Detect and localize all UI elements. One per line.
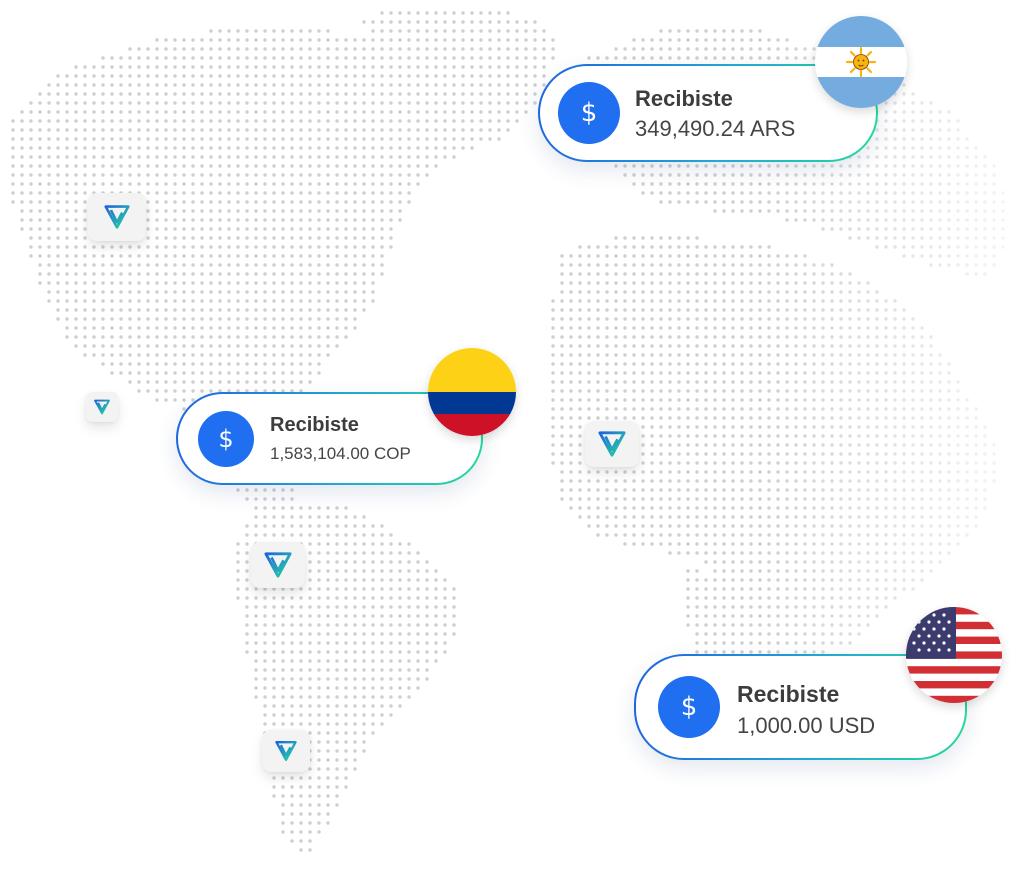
vemo-logo-icon: [104, 205, 130, 229]
location-pin-brazil: [251, 542, 305, 588]
flag-argentina-icon: [815, 16, 907, 108]
location-pin-africa: [585, 421, 639, 467]
card-amount: 349,490.24 ARS: [635, 116, 796, 141]
payment-card-ars[interactable]: $ Recibiste 349,490.24 ARS: [538, 64, 878, 162]
location-pin-north-america: [88, 193, 146, 241]
vemo-logo-icon: [598, 431, 626, 457]
payment-card-cop[interactable]: $ Recibiste 1,583,104.00 COP: [176, 392, 483, 485]
dollar-coin-icon: $: [558, 82, 620, 144]
card-amount: 1,583,104.00 COP: [270, 444, 411, 463]
vemo-logo-icon: [275, 741, 297, 761]
card-title: Recibiste: [635, 86, 733, 111]
dollar-coin-icon: $: [198, 411, 254, 467]
location-pin-south-cone: [262, 730, 310, 772]
card-title: Recibiste: [737, 681, 840, 707]
dollar-coin-icon: $: [658, 676, 720, 738]
flag-colombia-icon: [428, 348, 516, 436]
vemo-logo-icon: [94, 399, 110, 415]
card-title: Recibiste: [270, 414, 359, 436]
flag-usa-icon: [906, 607, 1002, 703]
vemo-logo-icon: [264, 552, 292, 578]
card-amount: 1,000.00 USD: [737, 713, 876, 738]
location-pin-mexico: [86, 392, 118, 422]
